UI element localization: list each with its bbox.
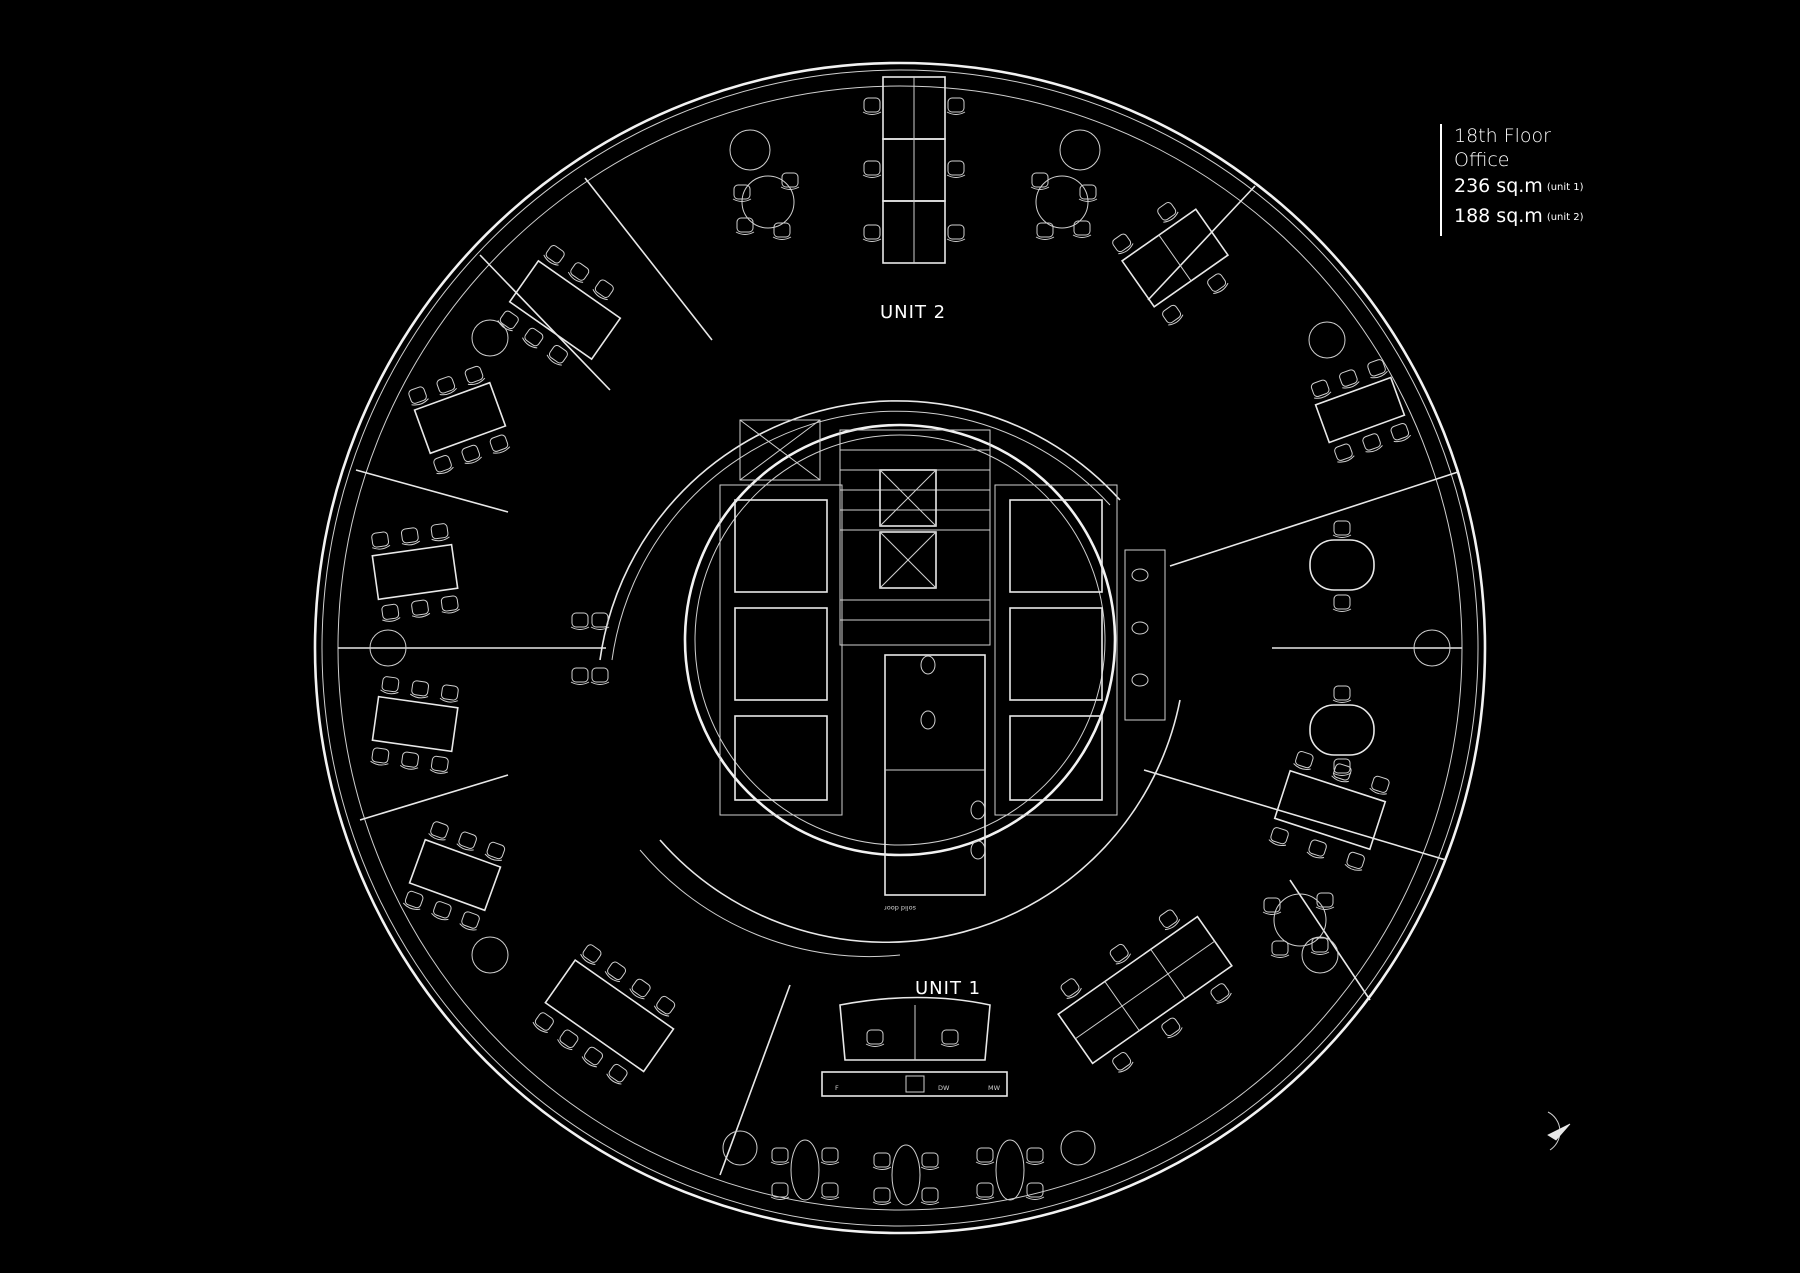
- solid-door-label: solid door: [884, 904, 916, 912]
- unit-2-area-value: 188 sq.m: [1454, 205, 1543, 227]
- radial-partitions: [338, 177, 1462, 1176]
- unit-2-tag: (unit 2): [1546, 212, 1584, 223]
- floor-use: Office: [1454, 149, 1510, 171]
- workstations-bottom-right: [1057, 892, 1335, 1075]
- central-core: solid door: [683, 419, 1166, 912]
- unit-1-tag: (unit 1): [1546, 182, 1584, 193]
- offices-right: [1109, 199, 1451, 974]
- corridor-ring: [599, 400, 1181, 958]
- round-tables-top: [729, 129, 1101, 240]
- unit-1-label: UNIT 1: [915, 978, 981, 999]
- kitchen-label-microwave: MW: [988, 1084, 1001, 1092]
- unit-2-area: 188 sq.m(unit 2): [1454, 202, 1654, 232]
- meeting-rooms-left: [369, 242, 678, 1087]
- unit-1-area-value: 236 sq.m: [1454, 175, 1543, 197]
- floor-legend: 18th Floor Office 236 sq.m(unit 1) 188 s…: [1440, 124, 1654, 236]
- floor-number: 18th Floor: [1454, 125, 1551, 147]
- kitchen-label-fridge: F: [835, 1084, 839, 1092]
- north-arrow-icon: [1547, 1111, 1571, 1151]
- unit-2-label: UNIT 2: [880, 302, 946, 323]
- workstations-top: [862, 76, 966, 264]
- unit-1-area: 236 sq.m(unit 1): [1454, 172, 1654, 202]
- kitchen-label-dishwasher: DW: [938, 1084, 950, 1092]
- pantry-bottom: F DW MW: [722, 996, 1096, 1206]
